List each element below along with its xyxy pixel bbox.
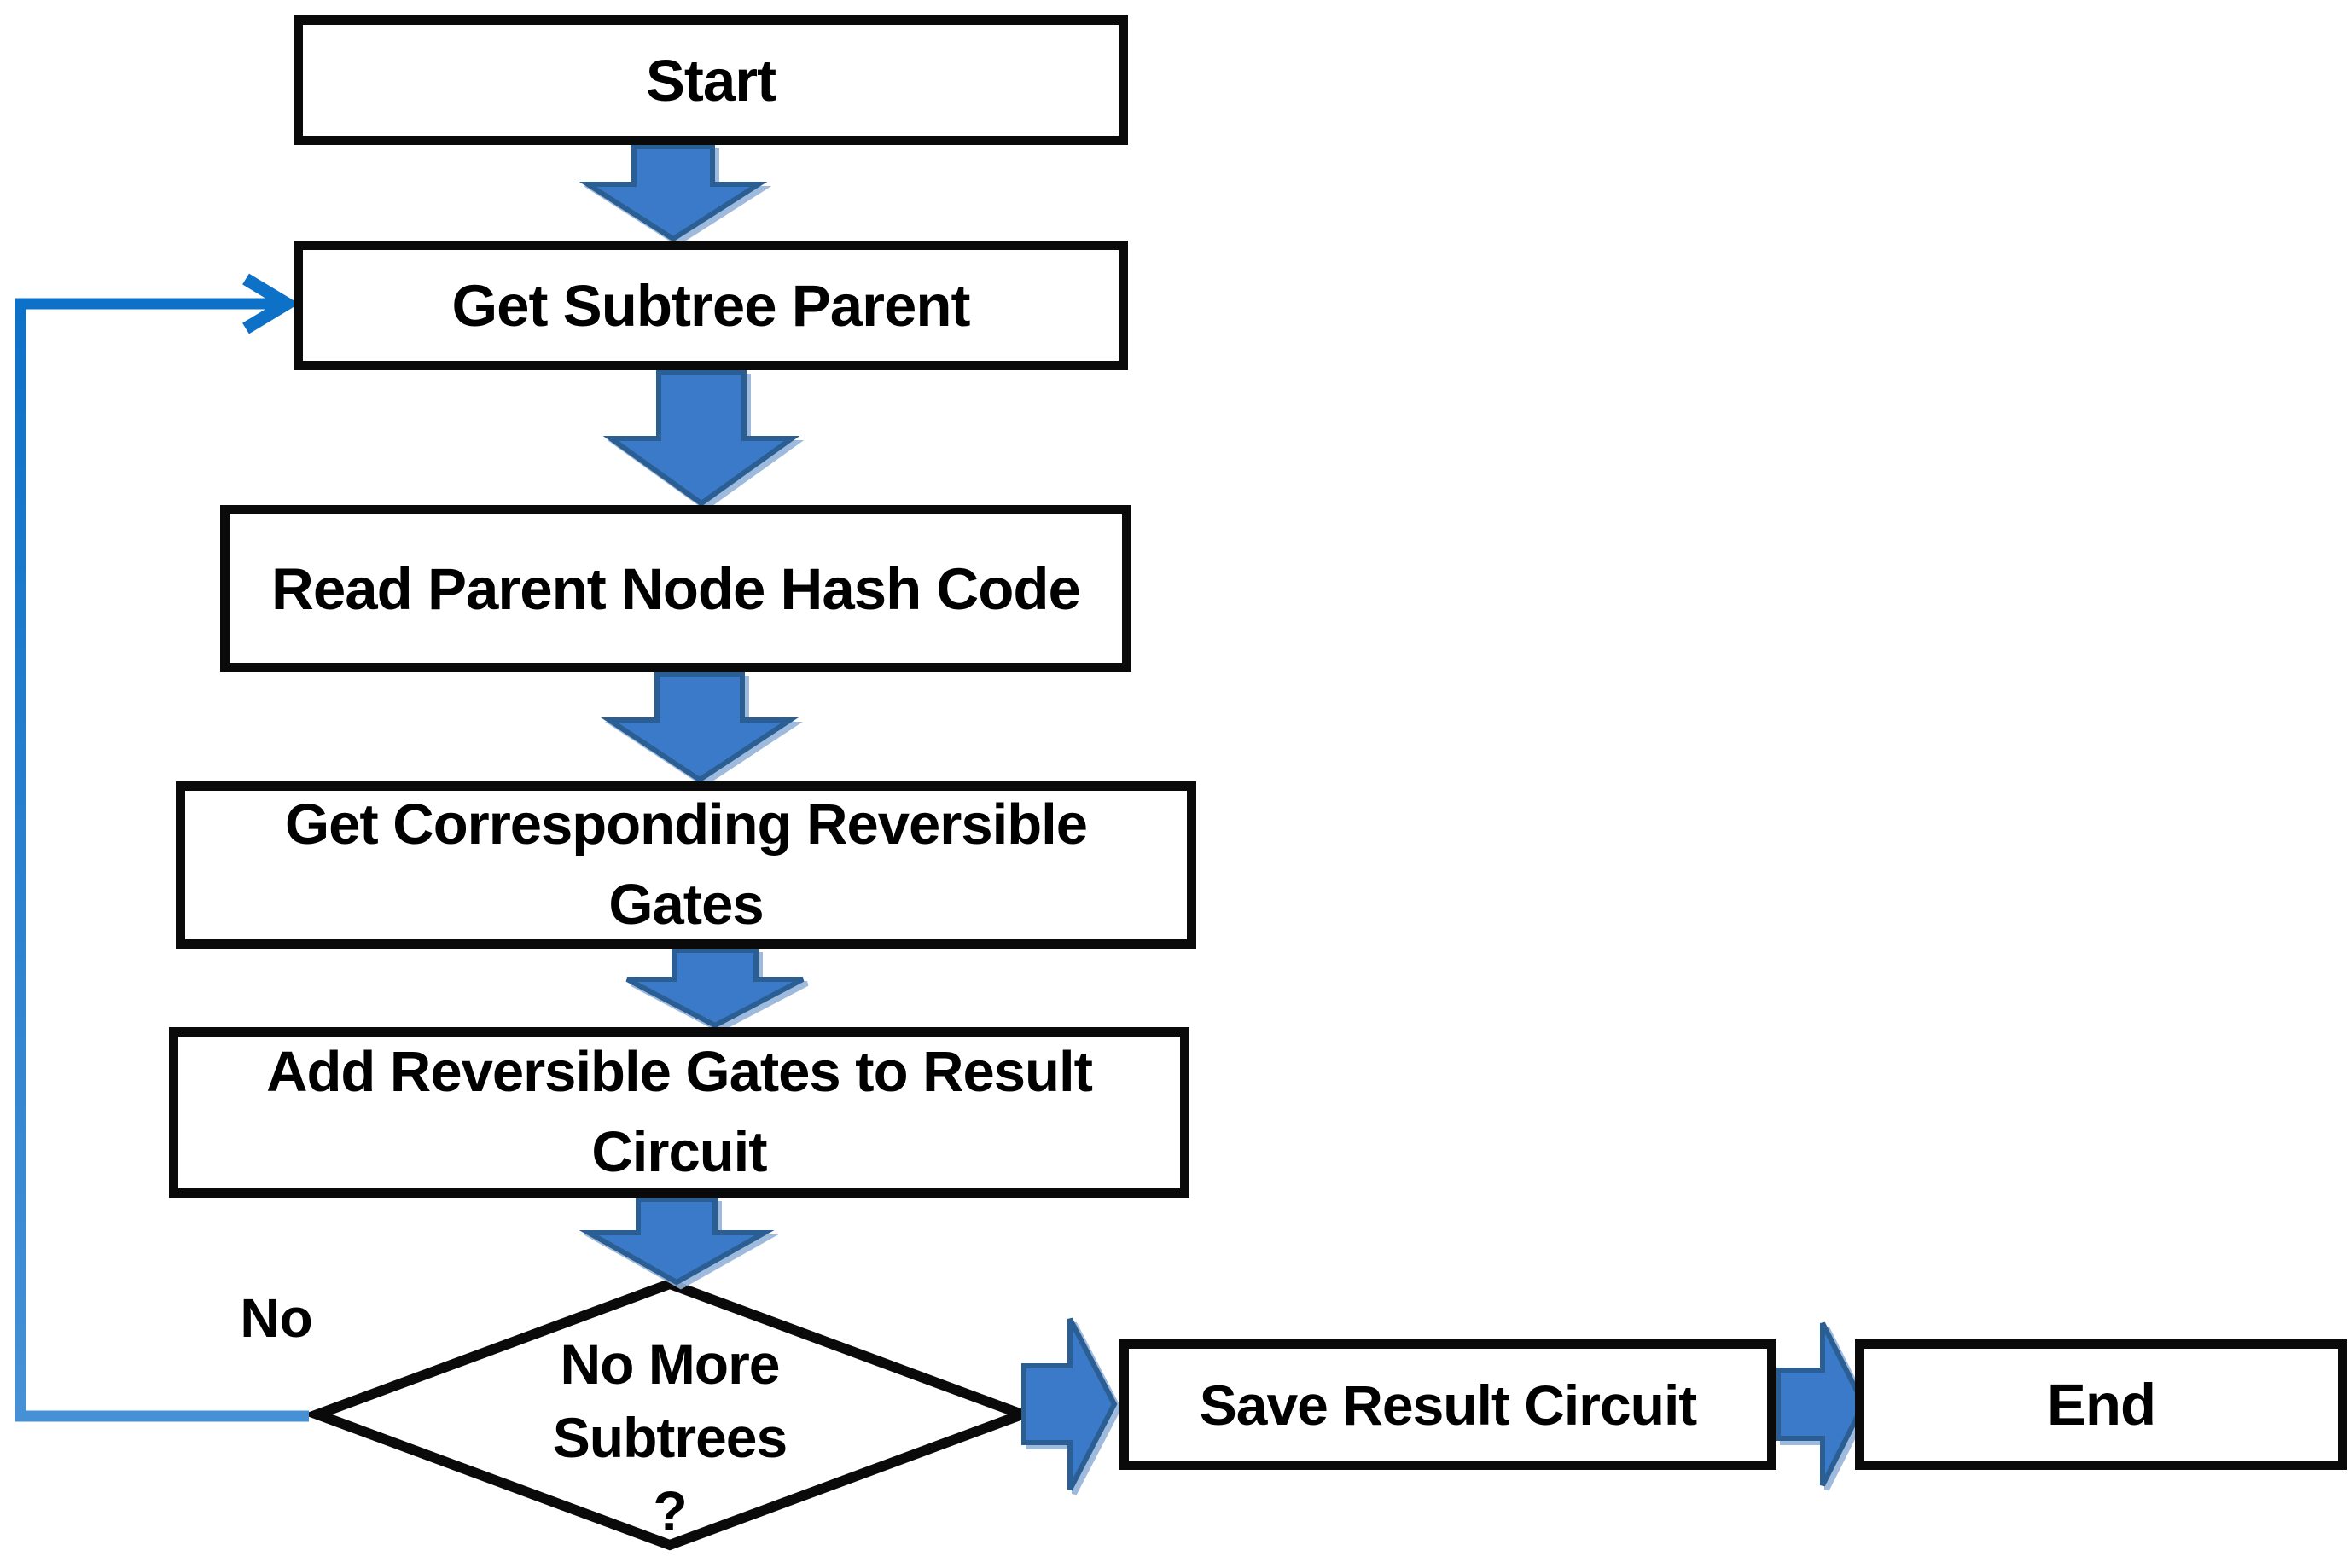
arrow-get-subtree-parent-to-read-hash <box>602 369 800 507</box>
arrow-decision-to-save <box>1021 1317 1118 1491</box>
node-read-parent-node-hash-code: Read Parent Node Hash Code <box>220 505 1131 672</box>
arrow-save-to-end <box>1776 1321 1867 1487</box>
arrow-read-hash-to-get-gates <box>601 671 799 783</box>
node-label-line: Circuit <box>591 1120 767 1184</box>
arrow-get-gates-to-add-gates <box>625 948 805 1029</box>
node-label: End <box>2046 1372 2156 1437</box>
node-label-line: Add Reversible Gates to Result <box>266 1040 1093 1104</box>
decision-label-line: Subtrees <box>552 1406 788 1469</box>
decision-diamond <box>302 1278 1038 1551</box>
node-start: Start <box>294 15 1128 145</box>
no-branch-arrowhead-icon <box>242 273 299 334</box>
decision-label-line: No More <box>560 1333 781 1396</box>
node-no-more-subtrees-decision: No More Subtrees ? <box>456 1327 883 1548</box>
node-get-corresponding-reversible-gates: Get Corresponding Reversible Gates <box>176 781 1196 949</box>
arrow-start-to-get-subtree-parent <box>579 144 768 242</box>
node-label: Add Reversible Gates to Result Circuit <box>266 1032 1093 1193</box>
node-label-line: Gates <box>608 873 764 937</box>
node-end: End <box>1855 1339 2347 1470</box>
no-branch-label: No <box>240 1287 313 1349</box>
node-get-subtree-parent: Get Subtree Parent <box>294 241 1128 370</box>
node-label: Read Parent Node Hash Code <box>271 555 1081 622</box>
node-add-reversible-gates-to-result-circuit: Add Reversible Gates to Result Circuit <box>169 1027 1189 1198</box>
no-branch-loop-line <box>15 298 309 1422</box>
node-save-result-circuit: Save Result Circuit <box>1119 1339 1776 1470</box>
node-label: Save Result Circuit <box>1199 1373 1698 1437</box>
node-label: Get Corresponding Reversible Gates <box>285 785 1088 945</box>
node-label-line: Get Corresponding Reversible <box>285 793 1088 857</box>
arrow-add-gates-to-decision <box>579 1197 775 1286</box>
node-label: Get Subtree Parent <box>451 272 970 339</box>
decision-label-line: ? <box>653 1479 687 1542</box>
node-label: Start <box>645 47 776 113</box>
